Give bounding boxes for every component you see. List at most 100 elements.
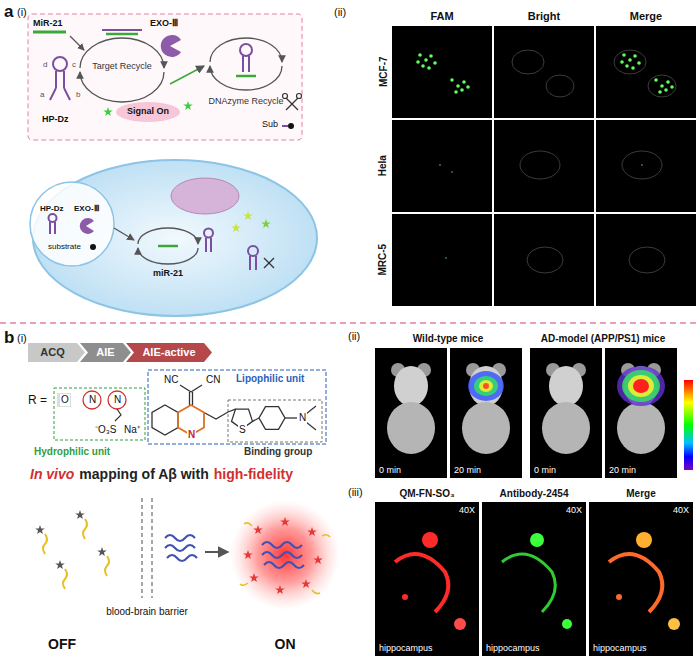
stage-label: AIE-active (142, 346, 195, 359)
tissue-image (609, 554, 662, 612)
mouse-image (483, 383, 489, 389)
chemical-structure (285, 417, 297, 418)
cell-illustration (204, 229, 213, 253)
microscopy-grid (512, 50, 544, 74)
microscopy-grid (451, 171, 453, 173)
mouse-image (450, 348, 522, 478)
probe-label: HP-Dz (40, 204, 64, 213)
imaging-schematic (240, 583, 248, 585)
process-chevron: ACQ (28, 343, 85, 362)
imaging-schematic (240, 523, 330, 594)
chemical-structure (57, 393, 71, 407)
cell-illustration (264, 258, 274, 268)
imaging-schematic (83, 519, 87, 539)
cell-illustration (264, 258, 274, 268)
imaging-schematic (165, 535, 195, 541)
mechanism-box (103, 107, 113, 116)
magnification-label: 40X (566, 505, 582, 515)
microscopy-grid (596, 26, 696, 118)
column-header: Bright (528, 10, 560, 23)
formula-label: R = (28, 394, 47, 408)
chemical-structure (259, 407, 285, 430)
chemical-structure (253, 418, 260, 421)
microscopy-grid (439, 164, 441, 166)
mouse-image (375, 348, 447, 478)
microscopy-grid (648, 75, 676, 97)
microscopy-grid (416, 53, 470, 94)
panel-separator (0, 322, 700, 324)
mouse-image (479, 380, 493, 392)
imaging-schematic (253, 525, 263, 534)
atom-label: ⁻O₃S (94, 424, 118, 436)
unit-label: Lipophilic unit (236, 373, 304, 385)
chemical-structure (189, 392, 190, 405)
chemical-structure (192, 392, 193, 405)
time-label: 20 min (609, 465, 636, 475)
microscopy-grid (392, 26, 696, 306)
imaging-schematic (75, 510, 85, 519)
mouse-image (530, 348, 602, 478)
imaging-schematic (63, 569, 67, 589)
tissue-image (616, 594, 622, 600)
cell-illustration (90, 244, 96, 250)
headline-text: In vivo (30, 466, 74, 482)
mechanism-box (28, 14, 302, 140)
microscopy-grid (622, 151, 662, 179)
chemical-structure (148, 370, 326, 444)
group-header: Wild-type mice (413, 333, 483, 345)
cell-illustration (49, 214, 57, 234)
cell-illustration (210, 238, 212, 252)
chemical-structure (115, 409, 121, 421)
atom-label: NC (163, 374, 179, 386)
imaging-schematic (243, 550, 253, 559)
mechanism-box (106, 33, 138, 36)
enzyme-label: EXO-Ⅲ (74, 204, 100, 213)
mouse-image (605, 348, 677, 478)
headline-text: mapping of Aβ with (79, 466, 208, 482)
chemical-structure (83, 391, 101, 409)
tissue-image (589, 502, 693, 656)
state-label: OFF (48, 636, 76, 652)
mouse-image (450, 348, 522, 478)
mechanism-box (64, 88, 70, 100)
cell-illustration (205, 238, 207, 252)
chevron-shape (28, 343, 85, 362)
process-chevron: AIE (80, 343, 131, 362)
imaging-schematic (275, 585, 285, 594)
cell-illustration (171, 178, 239, 214)
microscopy-grid (392, 214, 492, 306)
tissue-image (395, 554, 448, 612)
mechanism-box (50, 88, 56, 100)
cell-illustration (158, 245, 178, 248)
chemical-structure (306, 406, 316, 414)
imaging-schematic (105, 556, 109, 576)
unit-label: Binding group (244, 446, 312, 458)
imaging-schematic (205, 551, 228, 553)
imaging-schematic (322, 535, 330, 537)
column-header: Antibody-2454 (500, 488, 569, 500)
mechanism-box (242, 56, 244, 72)
mechanism-box (288, 123, 294, 129)
mouse-image (633, 379, 649, 393)
cycle-label: DNAzyme Recycle (208, 96, 283, 106)
panel-separator (0, 323, 700, 324)
panel-letter: a (4, 2, 13, 22)
chevron-shape (80, 343, 131, 362)
chemical-structure (191, 385, 202, 392)
domain-letter: b (76, 90, 80, 99)
imaging-schematic (280, 517, 290, 526)
microscopy-grid (527, 247, 563, 273)
cell-illustration (30, 182, 114, 266)
domain-letter: d (43, 60, 47, 69)
mechanism-box (210, 38, 282, 62)
stage-label: ACQ (40, 346, 64, 359)
magnification-label: 40X (459, 505, 475, 515)
state-label: ON (275, 636, 296, 652)
atom-label: O (60, 394, 70, 406)
cell-illustration (138, 248, 198, 264)
imaging-schematic (313, 555, 323, 564)
tissue-image (589, 502, 693, 656)
cell-illustration (255, 256, 257, 270)
imaging-schematic (43, 519, 109, 589)
mechanism-box (170, 66, 204, 84)
